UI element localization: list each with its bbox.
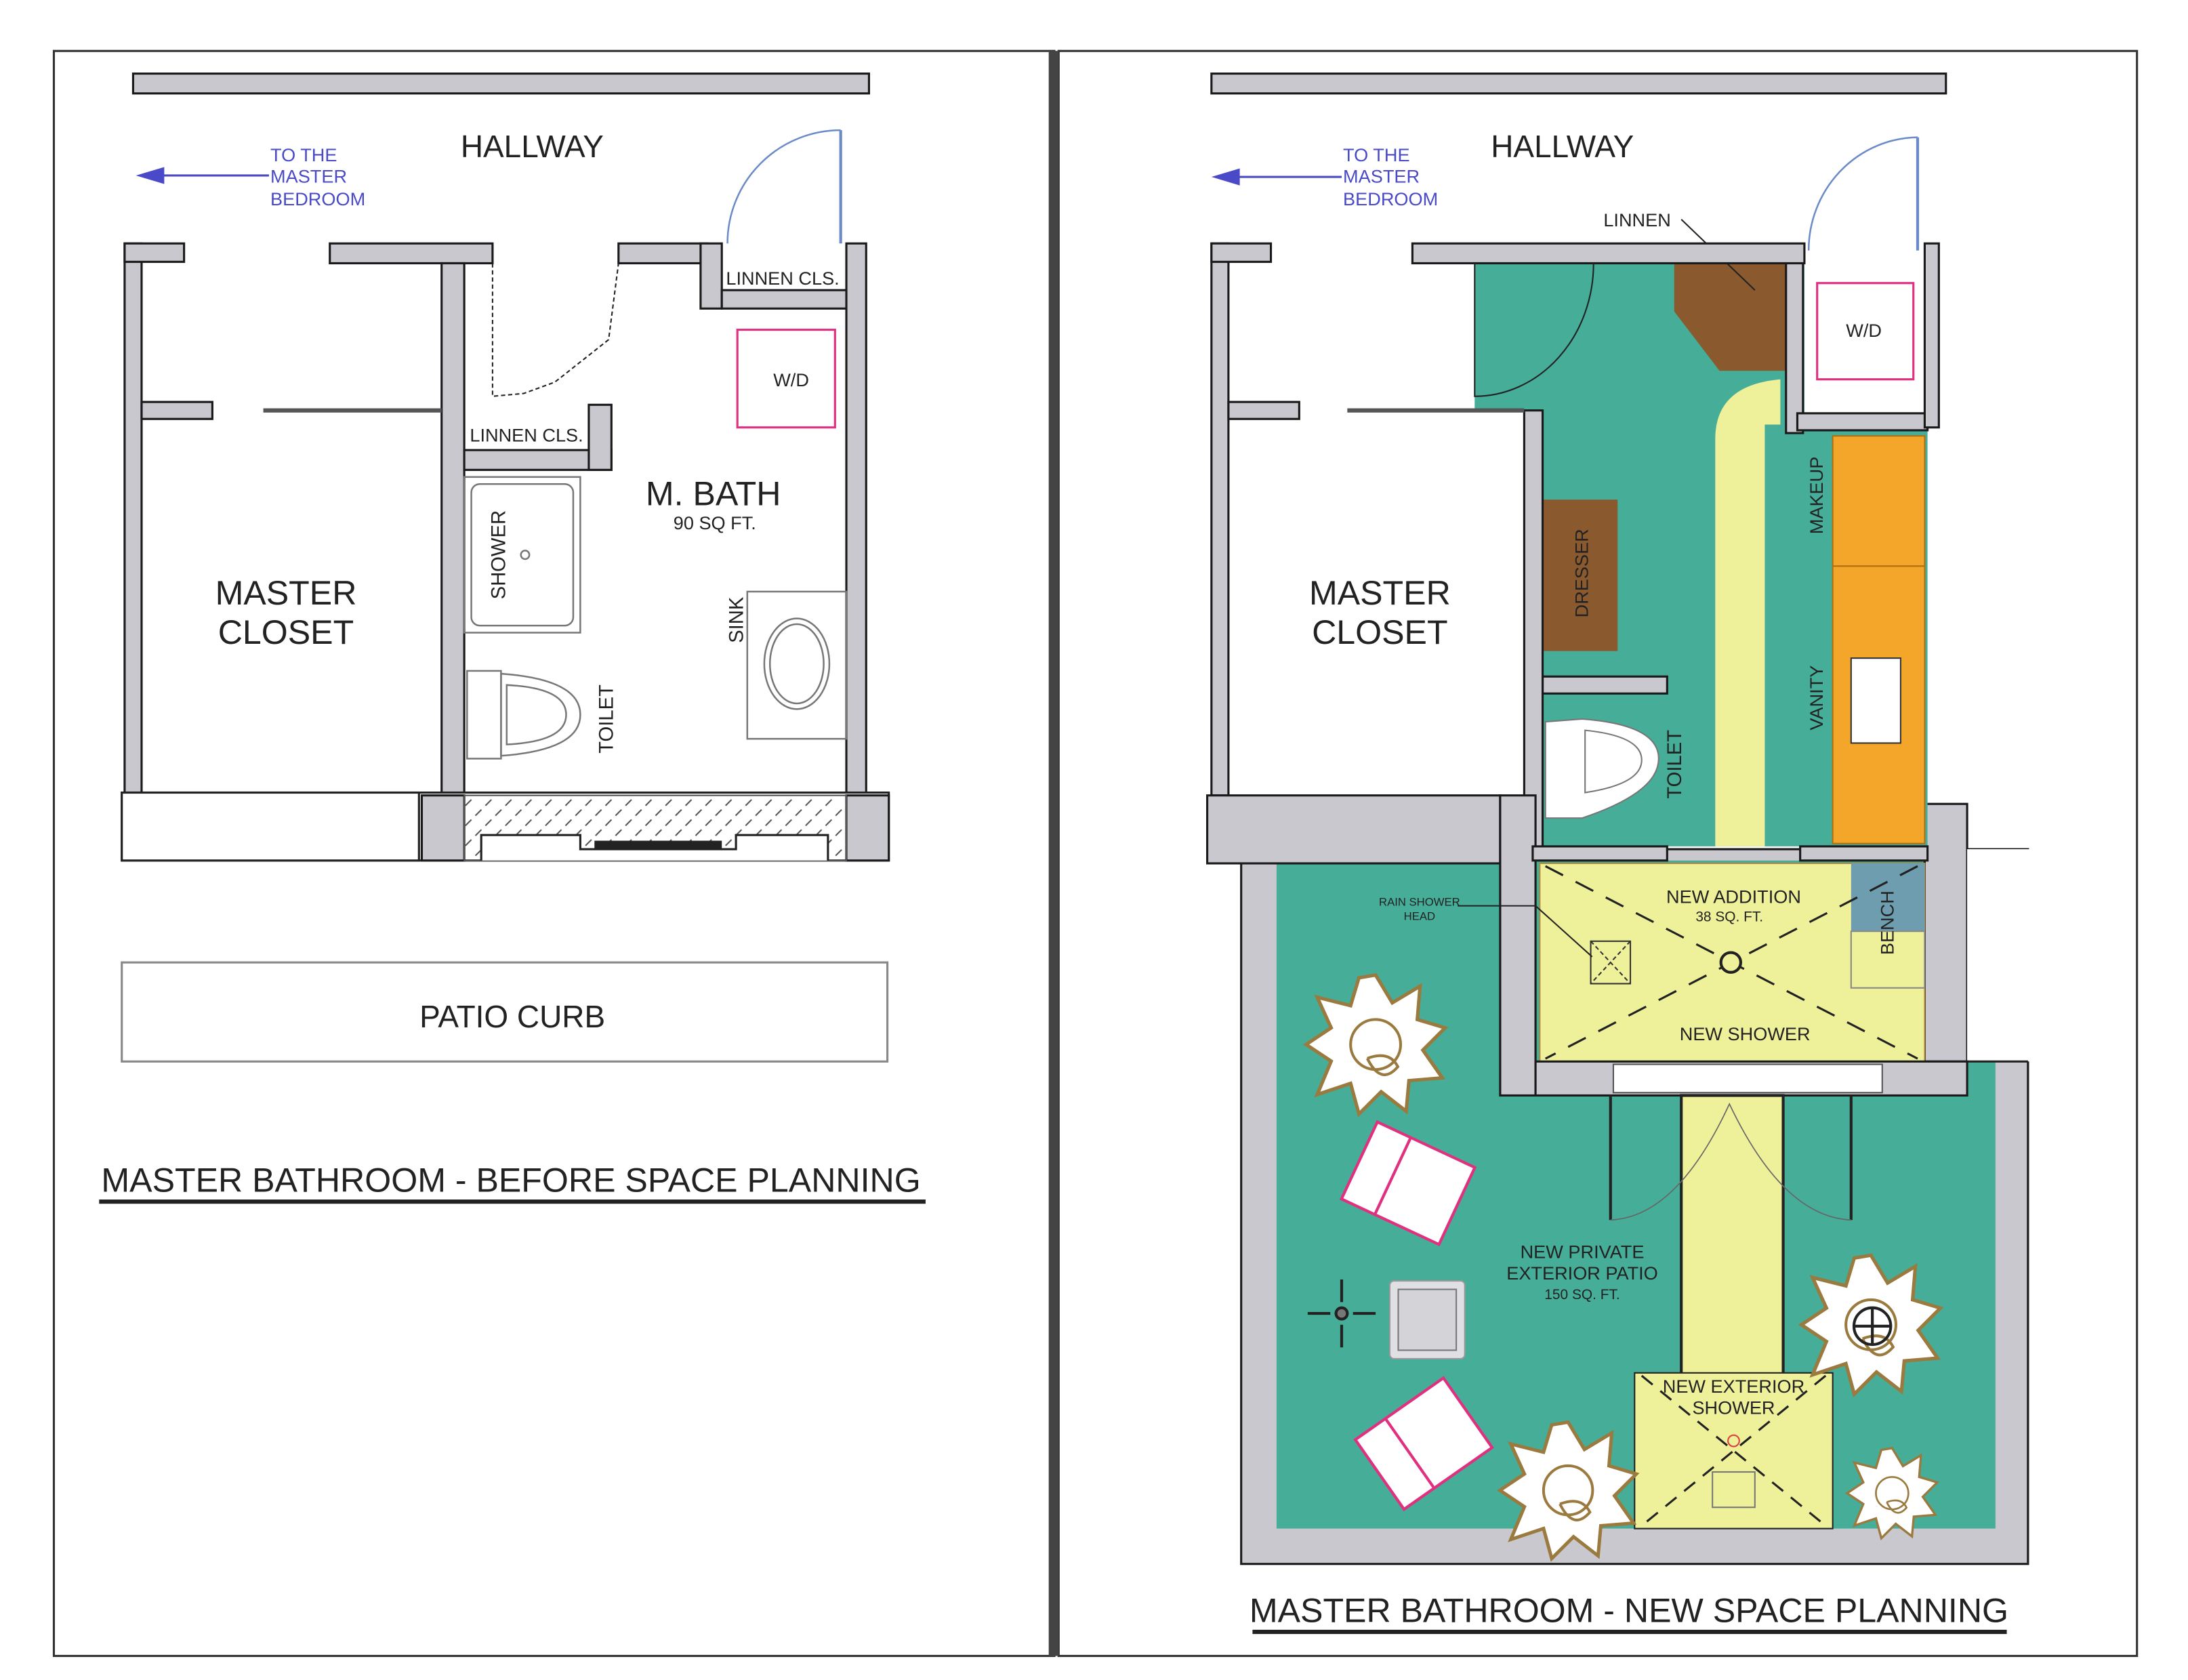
before-plan: HALLWAY TO THE MASTER BEDROOM LINNEN CLS… <box>99 73 926 1204</box>
patio-label-1: NEW PRIVATE <box>1521 1242 1645 1263</box>
sink-label: SINK <box>726 596 748 643</box>
linnen-closet-mid-label: LINNEN CLS. <box>470 425 583 446</box>
hallway-label: HALLWAY <box>1491 129 1634 164</box>
dresser <box>1542 499 1618 651</box>
wd-label: W/D <box>773 369 809 390</box>
linnen-cabinet <box>1674 263 1786 371</box>
rain-shower-label-1: RAIN SHOWER <box>1379 896 1460 909</box>
to-master-label-2: MASTER <box>270 165 347 186</box>
exterior-path <box>1680 1094 1785 1380</box>
linnen-label: LINNEN <box>1603 209 1670 230</box>
patio-area-label: 150 SQ. FT. <box>1544 1287 1619 1303</box>
washer-dryer <box>736 329 836 429</box>
closet-label-2: CLOSET <box>218 613 354 651</box>
addition-area-label: 38 SQ. FT. <box>1695 909 1763 925</box>
makeup-label: MAKEUP <box>1806 457 1827 535</box>
lounge-chair <box>1353 1376 1494 1511</box>
ext-shower-label-1: NEW EXTERIOR <box>1663 1376 1804 1397</box>
door-swing-icon <box>726 129 842 244</box>
to-master-label-3: BEDROOM <box>1343 188 1438 209</box>
linnen-closet-top-label: LINNEN CLS. <box>726 268 839 289</box>
makeup-counter <box>1832 435 1926 567</box>
toilet-fixture <box>466 670 581 760</box>
door-swing-icon <box>1807 136 1920 251</box>
rain-shower-head-icon <box>1458 905 1632 985</box>
toilet-fixture <box>1544 718 1659 819</box>
arrow-left-icon <box>1211 168 1342 186</box>
bench-label: BENCH <box>1876 890 1897 955</box>
patio-curb-label: PATIO CURB <box>419 999 605 1034</box>
after-plan: HALLWAY TO THE MASTER BEDROOM LINNEN W/D <box>1206 73 2031 1635</box>
to-master-label-2: MASTER <box>1343 165 1420 186</box>
to-master-label-1: TO THE <box>1343 144 1409 165</box>
shower-fixture <box>463 476 581 634</box>
hallway-wall <box>1210 73 1947 95</box>
dresser-label: DRESSER <box>1571 529 1592 617</box>
patio-label-2: EXTERIOR PATIO <box>1506 1263 1658 1284</box>
closet-label-1: MASTER <box>1309 574 1451 612</box>
hallway-label: HALLWAY <box>461 129 604 164</box>
bath-name-label: M. BATH <box>646 475 781 513</box>
closet-label-2: CLOSET <box>1312 613 1448 651</box>
sink-fixture <box>746 590 848 740</box>
addition-name-label: NEW ADDITION <box>1666 886 1801 907</box>
bench <box>1851 863 1925 932</box>
toilet-label: TOILET <box>1664 730 1686 799</box>
wd-label: W/D <box>1846 320 1882 341</box>
patio-curb <box>121 961 889 1063</box>
to-master-label-1: TO THE <box>270 144 337 165</box>
shower-label: SHOWER <box>489 510 510 599</box>
drain-icon <box>1719 951 1743 974</box>
closet-label-1: MASTER <box>215 574 357 612</box>
side-table <box>1388 1280 1466 1359</box>
to-master-label-3: BEDROOM <box>270 188 365 209</box>
before-title: MASTER BATHROOM - BEFORE SPACE PLANNING <box>101 1161 920 1199</box>
vanity-label: VANITY <box>1806 665 1827 731</box>
closet-bottom-wall <box>1206 794 1502 865</box>
new-shower-label: NEW SHOWER <box>1680 1023 1811 1044</box>
hallway-wall <box>131 73 871 95</box>
rain-shower-label-2: HEAD <box>1404 909 1435 922</box>
ext-shower-label-2: SHOWER <box>1692 1397 1775 1418</box>
bath-area-label: 90 SQ FT. <box>674 512 756 533</box>
after-title: MASTER BATHROOM - NEW SPACE PLANNING <box>1250 1591 2008 1629</box>
lounge-chair <box>1339 1120 1477 1247</box>
panel-divider <box>1048 51 1059 1656</box>
walkway-yellow <box>1715 379 1781 846</box>
outdoor-outlet-icon <box>1852 1306 1893 1347</box>
toilet-label: TOILET <box>596 684 617 754</box>
arrow-left-icon <box>136 167 269 184</box>
bath-floor <box>1474 263 1928 846</box>
light-fixture-icon <box>1307 1279 1376 1348</box>
